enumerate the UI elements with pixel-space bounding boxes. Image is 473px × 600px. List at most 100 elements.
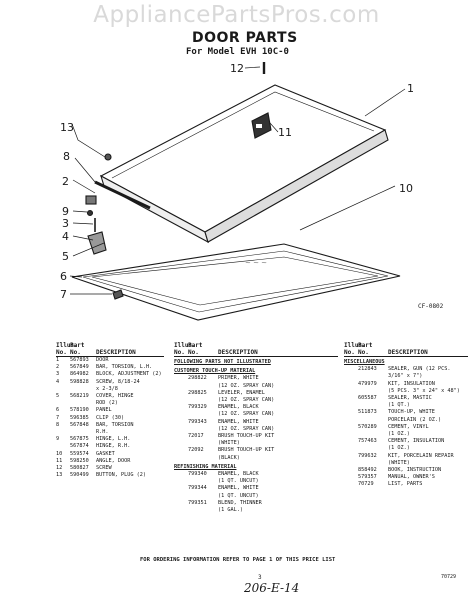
illus-no [174,390,188,397]
illus-no [344,431,358,438]
part-description: (12 OZ. SPRAY CAN) [218,411,275,418]
part-number [188,493,218,500]
illus-no [174,404,188,411]
part-number [358,388,388,395]
ordering-note: FOR ORDERING INFORMATION REFER TO PAGE 1… [140,557,336,563]
part-description: KIT, INSULATION [388,380,435,387]
illus-no [344,460,358,467]
part-description: LEVELER, ENAMEL [218,389,265,396]
part-description: HINGE, R.H. [96,443,131,450]
callout-6: 6 [60,270,67,283]
illus-no [174,433,188,440]
plug-button [104,153,112,161]
part-number: 579357 [358,474,377,481]
adjustment-block [85,195,97,205]
callout-3: 3 [62,217,69,230]
illus-no: 13 [56,472,63,479]
part-description: (1 QT. UNCUT) [218,492,259,499]
part-description: (12 OZ. SPRAY CAN) [218,397,275,404]
illus-no: 7 [56,414,60,421]
table-row: 567874 HINGE, R.H. [56,443,164,450]
part-description: ANGLE, DOOR [96,457,131,464]
callout-13: 13 [60,121,74,134]
part-description: MANUAL, OWNER'S [388,474,435,481]
table-row: (WHITE) [344,460,468,467]
table-row: (1 GAL.) [174,507,338,514]
illus-no [174,507,188,514]
table-row: PORCELAIN (2 OZ.) [344,417,468,424]
part-number: 70729 [358,481,374,488]
part-description: BAR, TORSION, L.H. [96,364,153,371]
part-description: (1 OZ.) [388,445,410,452]
part-description: SEALER, GUN (12 PCS. [388,366,451,373]
part-number: 578190 [70,407,89,414]
part-description: x 2-3/8 [96,385,118,392]
part-description: ROD (2) [96,400,118,407]
handwritten-note: 206-E-14 [244,581,300,595]
table-row: R.H. [56,429,164,436]
part-description: TOUCH-UP, WHITE [388,409,435,416]
callout-7: 7 [60,288,67,301]
illus-no: 10 [56,450,63,457]
part-number: 799329 [188,404,207,411]
part-description: ENAMEL, BLACK [218,471,259,478]
part-description: PORCELAIN (2 OZ.) [388,416,442,423]
part-number: 567874 [70,443,89,450]
illus-no: 4 [56,378,60,385]
illus-no [344,366,358,373]
part-description: COVER, HINGE [96,393,134,400]
exploded-diagram: ~ ~ ~ 12 1 13 11 8 2 10 9 3 [60,62,414,321]
part-number: 590499 [70,472,89,479]
table-row: (BLACK) [174,455,338,462]
part-description: (WHITE) [218,440,240,447]
callout-1: 1 [407,82,414,95]
illus-no [174,440,188,447]
part-number: 479979 [358,380,377,387]
callout-9: 9 [62,205,69,218]
part-number: 799632 [358,452,377,459]
part-number: 596385 [70,414,89,421]
table-row: 511873 TOUCH-UP, WHITE [344,409,468,416]
part-number: 567875 [70,436,89,443]
torsion-bar [94,180,151,210]
illus-no [174,397,188,404]
illus-no: 12 [56,465,63,472]
part-number: 298822 [188,375,207,382]
part-description: R.H. [96,429,109,436]
table-row: (12 OZ. SPRAY CAN) [174,383,338,390]
part-number [188,426,218,433]
part-number: 72017 [188,433,204,440]
illus-no: 9 [56,436,60,443]
callout-8: 8 [63,150,70,163]
part-description: CEMENT, INSULATION [388,438,445,445]
door-side-edge [204,129,389,243]
callout-12: 12 [230,62,244,75]
part-number: 858492 [358,467,377,474]
callout-4: 4 [62,230,69,243]
illus-no [174,455,188,462]
table-row: (1 OZ.) [344,445,468,452]
part-description: LIST, PARTS [388,481,423,488]
callout-10: 10 [399,182,413,195]
illus-no: 11 [56,457,63,464]
part-description: BRUSH TOUCH-UP KIT [218,433,275,440]
part-number: 511873 [358,409,377,416]
model-subtitle: For Model EVH 10C-0 [186,47,289,57]
illus-no [174,426,188,433]
table-row: (1 QT. UNCUT) [174,493,338,500]
table-row: 579357 MANUAL, OWNER'S [344,474,468,481]
